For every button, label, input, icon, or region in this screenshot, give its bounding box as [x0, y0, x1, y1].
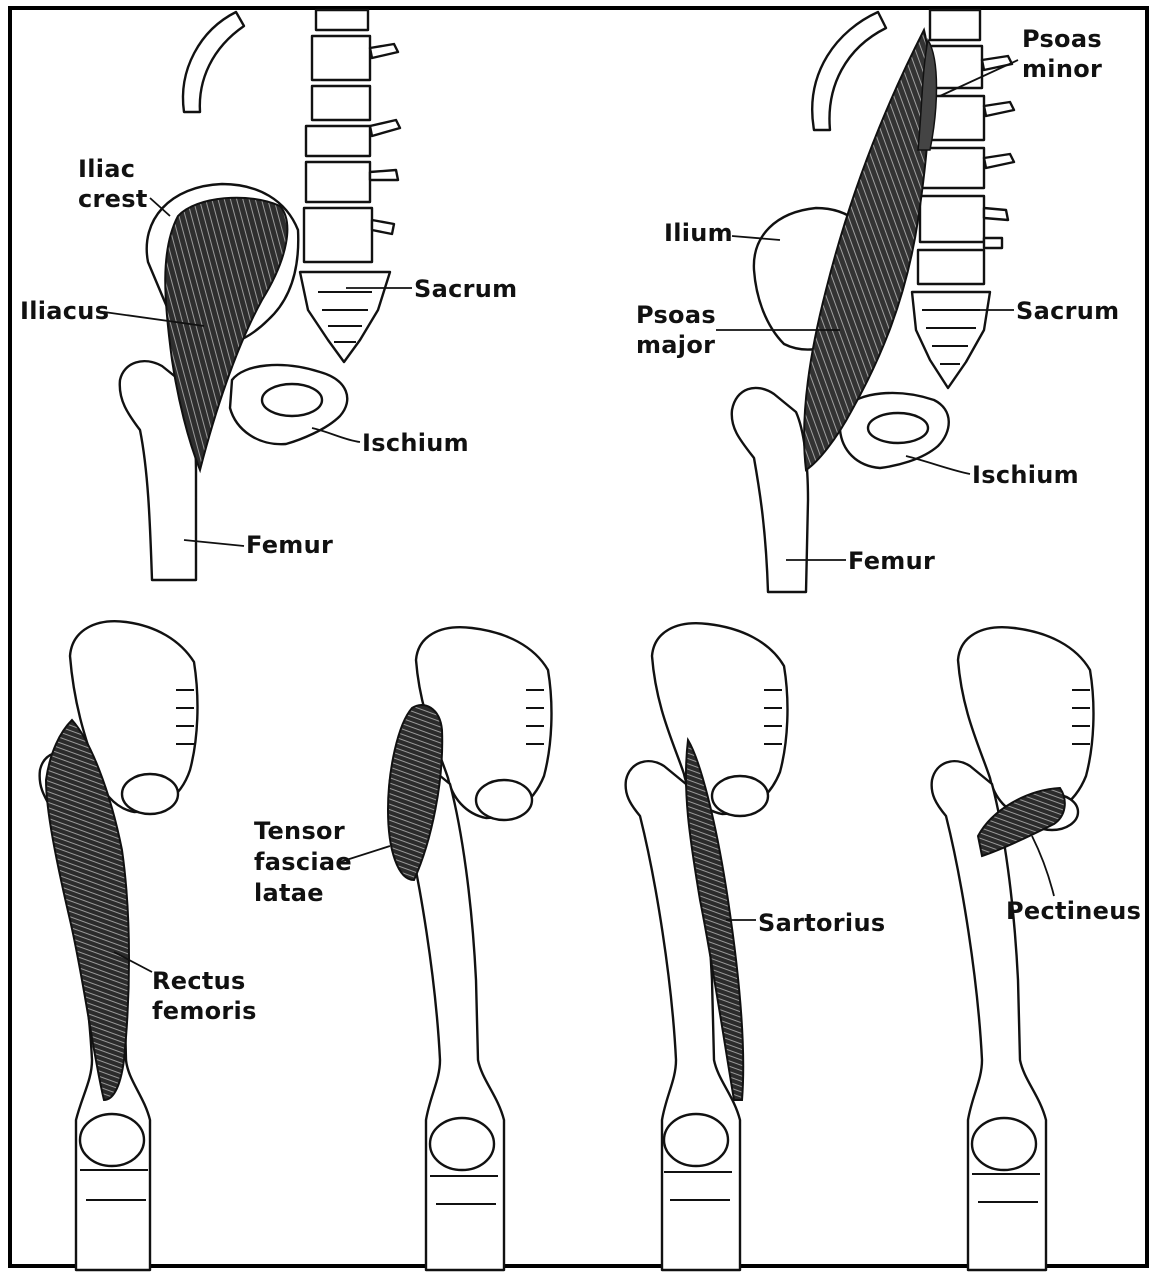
label-femur-2: Femur: [848, 546, 935, 576]
sacrum-2: [912, 292, 990, 388]
lumbar-spine-1: [304, 10, 400, 262]
label-sacrum-2: Sacrum: [1016, 296, 1119, 326]
label-ischium-2: Ischium: [972, 460, 1079, 490]
panel-pectineus: [932, 627, 1094, 1270]
label-pectineus: Pectineus: [1006, 896, 1141, 926]
panel-sartorius: [626, 623, 788, 1270]
label-tensor-fasciae-latae: Tensor fasciae latae: [254, 816, 352, 909]
label-sacrum-1: Sacrum: [414, 274, 517, 304]
label-ischium-1: Ischium: [362, 428, 469, 458]
rib-1: [183, 12, 244, 112]
label-iliac-crest: Iliac crest: [78, 154, 148, 214]
panel-psoas: [716, 10, 1018, 592]
label-psoas-minor: Psoas minor: [1022, 24, 1102, 84]
rib-2: [812, 12, 886, 130]
label-ilium: Ilium: [664, 218, 733, 248]
panel-iliacus: [104, 10, 412, 580]
label-sartorius: Sartorius: [758, 908, 885, 938]
panel-tensor-fasciae-latae: [340, 627, 551, 1270]
femur-2: [732, 388, 808, 592]
label-psoas-major: Psoas major: [636, 300, 716, 360]
panel-rectus-femoris: [40, 621, 198, 1270]
sacrum-1: [300, 272, 390, 362]
label-femur-1: Femur: [246, 530, 333, 560]
label-rectus-femoris: Rectus femoris: [152, 966, 257, 1026]
label-iliacus: Iliacus: [20, 296, 109, 326]
